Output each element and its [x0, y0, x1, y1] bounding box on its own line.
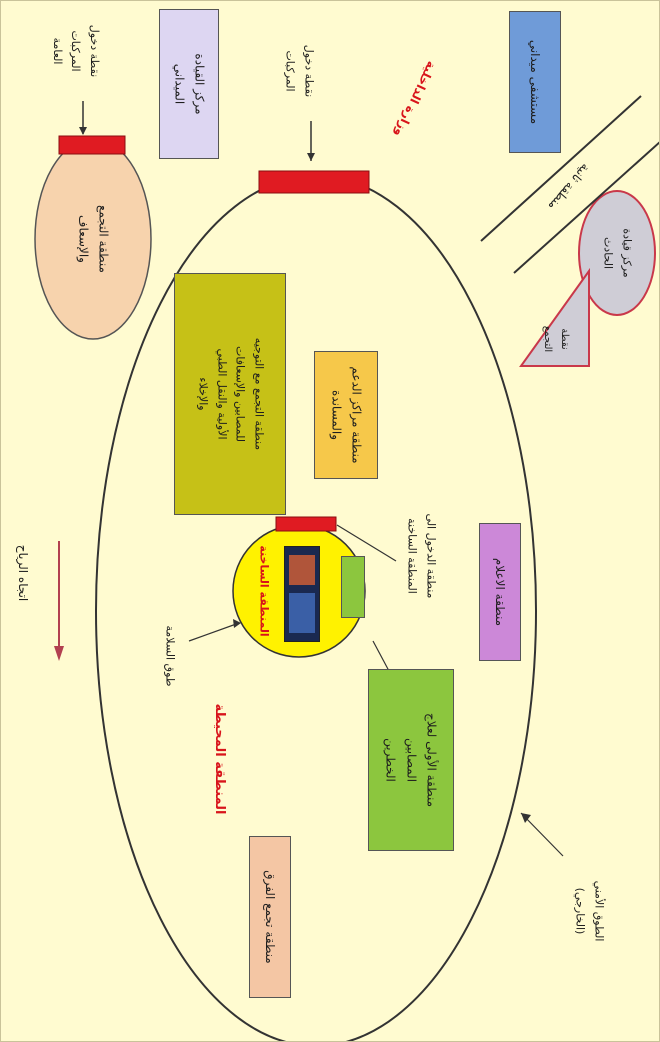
inner-zone-label: المنطقة المحيطة: [212, 703, 228, 815]
main-entry-arrowhead: [307, 153, 315, 161]
exit-road-line-1: [480, 95, 642, 242]
orange-box: منطقة مراكز الدعم والمساندة: [314, 351, 378, 479]
outer-ring-arrowhead: [521, 813, 531, 823]
wind-arrowhead: [54, 646, 64, 661]
top-right-entry-label: نقطة دخول المركبات: [284, 44, 316, 98]
command-center-label: مركز قيادة الحادث: [602, 228, 634, 278]
exit-road-line-2: [513, 141, 659, 274]
hospital-box-label: مستشفى ميداني: [528, 39, 543, 125]
top-left-entry-label: نقطة دخول المركبات العامة: [50, 24, 102, 78]
lavender-box-label: مركز القيادة الميداني: [172, 53, 207, 115]
main-entry-red-bar: [258, 170, 370, 194]
incident-image: [284, 546, 320, 642]
top-entry-arrowhead: [79, 127, 87, 135]
outer-ring-leader: [520, 812, 564, 857]
green-box-leader: [372, 640, 390, 672]
wind-direction-label: اتجاه الرياح: [16, 544, 31, 602]
hot-zone-red-bar: [275, 516, 337, 532]
olive-box-label: منطقة التجمع مع التوجيه للمصابين والإسعا…: [196, 337, 266, 451]
gathering-triangle: [519, 267, 590, 367]
top-entry-red-bar: [58, 135, 126, 155]
olive-box: منطقة التجمع مع التوجيه للمصابين والإسعا…: [174, 273, 286, 515]
safety-ring-leader: [188, 622, 240, 642]
orange-box-label: منطقة مراكز الدعم والمساندة: [329, 366, 364, 464]
safety-ring-arrowhead: [233, 619, 241, 628]
outer-ring-label: الطوق الأمني (الخارجي): [574, 880, 606, 942]
pink-box-label: منطقة تجمع الفرق: [263, 870, 278, 964]
hot-zone-text: المنطقة الساخنة: [257, 545, 271, 637]
green-box-label: منطقة الأولى لعلاج المصابين الخطرين: [383, 712, 439, 807]
warm-zone-entry-label: منطقة الدخول الى المنطقة الساخنة: [406, 513, 438, 599]
pink-box: منطقة تجمع الفرق: [249, 836, 291, 998]
rescue-gathering-label: منطقة التجمع والإسعاف: [76, 205, 111, 273]
purple-box-label: منطقة الاعلام: [493, 557, 508, 627]
command-center-circle: [578, 190, 656, 316]
purple-box: منطقة الاعلام: [479, 523, 521, 661]
hospital-box: مستشفى ميداني: [509, 11, 561, 153]
lavender-box: مركز القيادة الميداني: [159, 9, 219, 159]
triangle-label: نقطة التجمع: [542, 325, 570, 353]
green-box: منطقة الأولى لعلاج المصابين الخطرين: [368, 669, 454, 851]
hot-entry-leader: [336, 524, 397, 562]
safety-ring-label: طوق السلامة: [163, 625, 177, 687]
small-green-marker: [341, 556, 365, 618]
